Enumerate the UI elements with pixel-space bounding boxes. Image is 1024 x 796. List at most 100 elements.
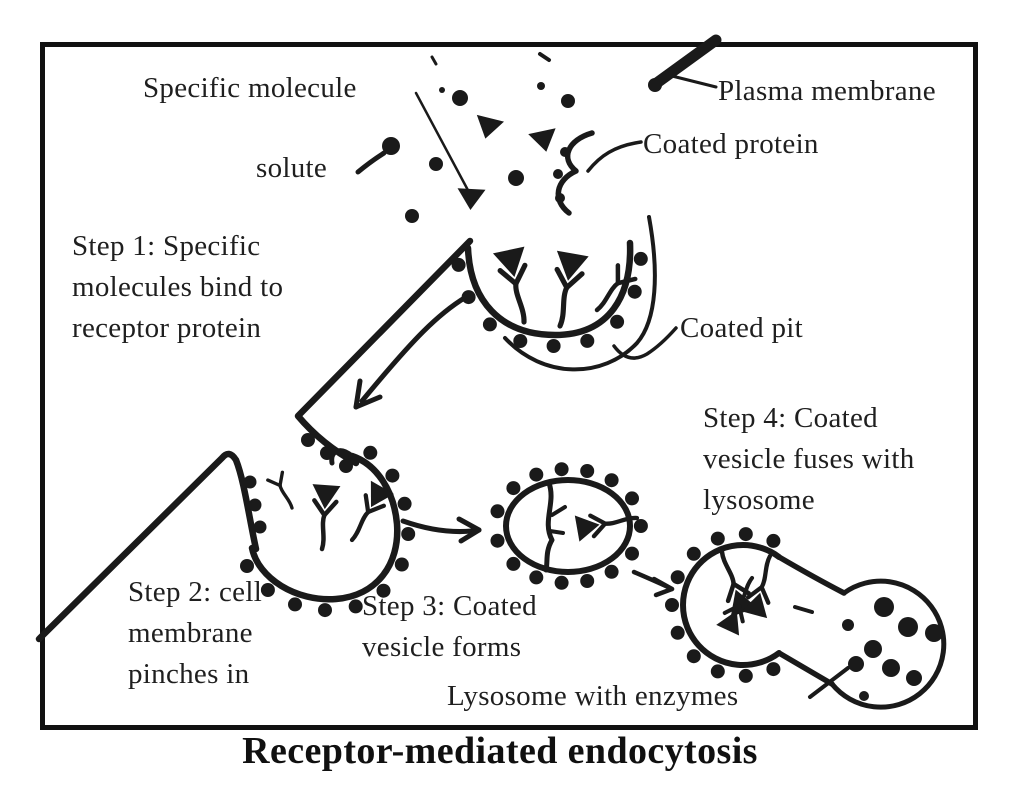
coat-protein-bump — [490, 533, 505, 548]
coat-protein-bump — [580, 574, 595, 588]
coat-protein-bump — [555, 193, 565, 203]
step3-vesicle-drawing — [490, 462, 648, 590]
arrow-step2-to-step3 — [400, 516, 482, 544]
coat-protein-bump — [482, 317, 497, 332]
lysosome-leader — [808, 666, 850, 699]
step4-line: vesicle fuses with — [703, 443, 915, 475]
coat-protein-bump — [348, 599, 363, 614]
coated-pit-leader — [612, 326, 678, 360]
coat-protein-bump — [604, 473, 619, 488]
coat-protein-bump — [580, 333, 595, 348]
coat-protein-bump — [376, 583, 391, 598]
coat-protein-bump — [554, 575, 569, 590]
membrane-upper-diagonal — [294, 237, 474, 473]
coat-protein-bump — [385, 468, 400, 483]
coat-protein-bump — [253, 520, 267, 534]
step2-vesicle-drawing — [240, 445, 416, 618]
coat-protein-bump — [461, 290, 476, 305]
coat-protein-bump — [633, 251, 648, 266]
plasma-membrane-label: Plasma membrane — [718, 75, 936, 107]
coat-protein-bump — [451, 257, 466, 272]
coat-protein-bump — [554, 462, 569, 477]
solute-dot — [508, 170, 524, 186]
receptor-protein — [340, 481, 393, 547]
coat-protein-bump — [248, 498, 262, 512]
step4-line: lysosome — [703, 484, 815, 516]
solute-label: solute — [256, 152, 328, 184]
step2-line: Step 2: cell — [128, 576, 263, 608]
step3-line: Step 3: Coated — [362, 590, 537, 622]
enzyme-granule — [859, 691, 869, 701]
lysosome-drawing — [829, 578, 947, 710]
coat-protein-bump — [633, 519, 648, 533]
receptor-protein — [308, 484, 340, 550]
coated-pit-drawing — [451, 130, 657, 372]
coat-protein-bump — [766, 662, 781, 677]
coat-protein-bump — [670, 570, 685, 585]
solute-dot — [537, 82, 545, 90]
coat-protein-bump — [710, 664, 725, 679]
coat-protein-bump — [363, 445, 378, 460]
speck — [538, 52, 551, 62]
step4-label: Step 4: Coated vesicle fuses with lysoso… — [703, 398, 915, 521]
coat-protein-bump — [580, 464, 595, 478]
specific-molecule-icon — [527, 127, 561, 156]
coat-protein-bump — [738, 668, 753, 683]
step1-line: Step 1: Specific — [72, 230, 261, 262]
solute-dot — [561, 94, 575, 108]
step1-line: molecules bind to — [72, 271, 284, 303]
coated-protein-leader — [586, 140, 643, 173]
coat-protein-bump — [506, 481, 521, 496]
coat-protein-bump — [318, 603, 332, 618]
coat-protein-bump — [490, 504, 505, 519]
step4-fused-drawing — [665, 527, 947, 710]
enzyme-granule — [864, 640, 882, 658]
coat-protein-bump — [686, 649, 701, 664]
coat-protein-bump — [560, 147, 570, 157]
coat-protein-bump — [546, 339, 561, 353]
figure-caption: Receptor-mediated endocytosis — [242, 730, 758, 772]
enzyme-granule — [874, 597, 894, 617]
coat-protein-bump — [401, 527, 416, 541]
coat-protein-bump — [394, 557, 409, 572]
enzyme-granule — [925, 624, 943, 642]
solute-dot — [439, 87, 445, 93]
specific-molecule-leader — [414, 91, 472, 196]
coat-protein-bump — [397, 496, 412, 511]
step3-line: vesicle forms — [362, 631, 522, 663]
coat-protein-bump — [604, 564, 619, 579]
plasma-membrane-leader — [666, 73, 718, 89]
receptor-protein — [493, 247, 540, 326]
diagram-frame — [40, 42, 978, 730]
step2-label: Step 2: cell membrane pinches in — [128, 572, 262, 695]
coat-protein-bump — [243, 475, 257, 489]
membrane-mountain — [35, 450, 267, 643]
coat-protein-bump — [240, 559, 254, 573]
coat-protein-bump — [627, 284, 642, 299]
coat-protein-bump — [686, 546, 701, 561]
specific-molecule-icon — [471, 114, 505, 143]
solute-dot — [452, 90, 468, 106]
coated-protein-label: Coated protein — [643, 128, 819, 160]
coat-protein-bump — [610, 314, 625, 329]
speck — [430, 55, 438, 66]
step4-line: Step 4: Coated — [703, 402, 878, 434]
enzyme-granule — [906, 670, 922, 686]
coat-protein-bump — [288, 597, 302, 612]
enzyme-granule — [842, 619, 854, 631]
coat-protein-bump — [625, 491, 639, 506]
receptor-protein — [544, 251, 588, 329]
coat-protein-bump — [529, 467, 544, 482]
receptor-protein — [266, 470, 301, 514]
coat-protein-bump — [553, 169, 563, 179]
leader-lines — [414, 73, 850, 699]
specific-molecule-label: Specific molecule — [143, 72, 357, 104]
arrow-pit-to-step2 — [353, 294, 469, 410]
coat-protein-bump — [260, 583, 275, 597]
step2-line: membrane — [128, 617, 253, 649]
coat-protein-bump — [506, 556, 521, 571]
solute-dot — [405, 209, 419, 223]
coat-protein-bump — [738, 527, 753, 542]
